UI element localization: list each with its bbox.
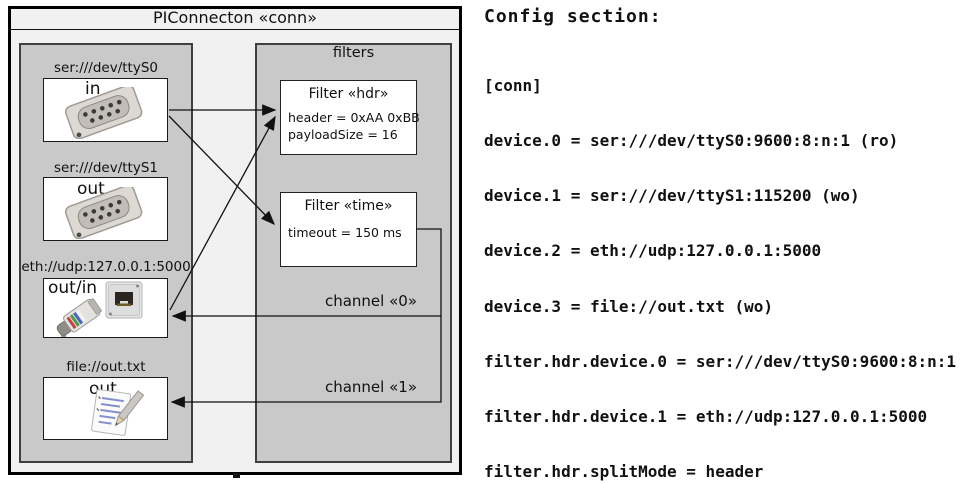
ethernet-plug-icon bbox=[56, 297, 103, 337]
device-port-label: in bbox=[85, 79, 101, 99]
filter-hdr-title: Filter «hdr» bbox=[308, 86, 389, 102]
config-line: device.3 = file://out.txt (wo) bbox=[484, 296, 773, 316]
device-url-label-eth: eth://udp:127.0.0.1:5000 bbox=[21, 259, 191, 275]
device-box-file: out bbox=[43, 377, 168, 440]
frame-bottom-notch bbox=[233, 473, 240, 478]
filter-hdr-attr-payload: payloadSize = 16 bbox=[288, 127, 398, 142]
config-line: filter.hdr.device.1 = eth://udp:127.0.0.… bbox=[484, 407, 928, 427]
filter-time-title: Filter «time» bbox=[304, 198, 393, 214]
device-box-ttys0: in bbox=[43, 78, 168, 142]
filter-time-attr-timeout: timeout = 150 ms bbox=[288, 225, 402, 240]
filter-hdr-attr-header: header = 0xAA 0xBB bbox=[288, 110, 420, 125]
serial-connector-image bbox=[64, 187, 143, 239]
channel-0-label: channel «0» bbox=[324, 292, 417, 310]
pencil-icon bbox=[114, 390, 145, 427]
ethernet-jack-icon bbox=[105, 281, 143, 319]
notepad-icon bbox=[91, 389, 145, 436]
config-section-heading: Config section: bbox=[484, 6, 662, 27]
device-box-ttys1: out bbox=[43, 177, 168, 241]
serial-connector-image bbox=[64, 87, 143, 139]
filter-box-time: Filter «time» timeout = 150 ms bbox=[280, 192, 417, 267]
device-port-label: out bbox=[77, 179, 105, 199]
config-line: device.1 = ser:///dev/ttyS1:115200 (wo) bbox=[484, 186, 860, 206]
config-line: filter.hdr.splitMode = header bbox=[484, 462, 764, 482]
device-port-label: out/in bbox=[48, 278, 98, 298]
config-text-block: [conn] device.0 = ser:///dev/ttyS0:9600:… bbox=[484, 40, 964, 484]
config-line: device.0 = ser:///dev/ttyS0:9600:8:n:1 (… bbox=[484, 131, 899, 151]
device-url-label-file: file://out.txt bbox=[66, 359, 146, 375]
filter-box-hdr: Filter «hdr» header = 0xAA 0xBB payloadS… bbox=[280, 80, 420, 155]
config-line: [conn] bbox=[484, 75, 542, 95]
config-line: device.2 = eth://udp:127.0.0.1:5000 bbox=[484, 241, 822, 261]
channel-1-label: channel «1» bbox=[324, 378, 417, 396]
filters-panel-title: filters bbox=[332, 45, 375, 61]
device-url-label-ttys1: ser:///dev/ttyS1 bbox=[54, 160, 158, 176]
device-box-eth: out/in bbox=[43, 278, 168, 338]
component-title: PIConnecton «conn» bbox=[11, 8, 459, 30]
config-line: filter.hdr.device.0 = ser:///dev/ttyS0:9… bbox=[484, 351, 957, 371]
device-url-label-ttys0: ser:///dev/ttyS0 bbox=[54, 60, 158, 76]
